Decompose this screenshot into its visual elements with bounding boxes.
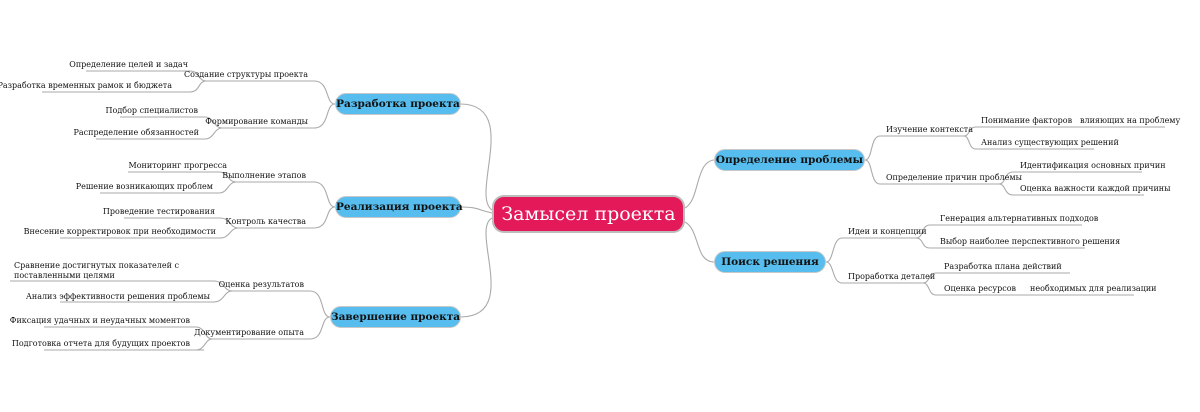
branch-project-completion[interactable]: Завершение проекта [330, 306, 461, 328]
leaf-efficiency-analysis[interactable]: Анализ эффективности решения проблемы [25, 292, 210, 301]
subtopic-details[interactable]: Проработка деталей [848, 272, 936, 281]
edge-implementation-quality [313, 206, 336, 229]
subtopic-quality[interactable]: Контроль качества [225, 217, 306, 226]
edge-context-analysis [963, 135, 977, 150]
leaf-record-moments[interactable]: Фиксация удачных и неудачных моментов [9, 316, 190, 325]
leaf-resources-part1[interactable]: Оценка ресурсов [944, 284, 1017, 293]
edge-details-resources [922, 282, 937, 296]
edge-ideas-generate [915, 224, 931, 239]
edge-ideas-choose [915, 237, 931, 249]
subtopic-ideas[interactable]: Идеи и концепции [848, 227, 927, 236]
edge-quality-adjust [219, 227, 239, 239]
edge-implementation-stages [313, 181, 336, 208]
leaf-resources-part2[interactable]: необходимых для реализации [1030, 284, 1157, 293]
leaf-prepare-report[interactable]: Подготовка отчета для будущих проектов [11, 339, 190, 348]
leaf-compare-goals[interactable]: Сравнение достигнутых показателей с пост… [14, 261, 179, 280]
edge-team-assign [204, 127, 223, 140]
leaf-assess-causes[interactable]: Оценка важности каждой причины [1020, 184, 1171, 193]
leaf-timeline-budget[interactable]: Разработка временных рамок и бюджета [0, 81, 172, 90]
leaf-assign-duties[interactable]: Распределение обязанностей [73, 128, 199, 137]
leaf-factors-part1[interactable]: Понимание факторов [981, 116, 1073, 125]
edge-development-team [313, 103, 336, 129]
subtopic-causes[interactable]: Определение причин проблемы [886, 173, 1022, 182]
edge-definition-causes [864, 159, 881, 185]
branch-project-implementation[interactable]: Реализация проекта [335, 196, 463, 218]
edge-evaluation-efficiency [213, 290, 233, 303]
leaf-identify-causes[interactable]: Идентификация основных причин [1020, 161, 1166, 170]
edge-root-development [460, 103, 493, 211]
leaf-generate-approaches[interactable]: Генерация альтернативных подходов [940, 214, 1099, 223]
edge-documentation-record [195, 326, 213, 340]
edge-causes-identify [998, 171, 1014, 185]
subtopic-evaluation[interactable]: Оценка результатов [218, 280, 304, 289]
leaf-monitor-progress[interactable]: Мониторинг прогресса [128, 161, 227, 170]
subtopic-context[interactable]: Изучение контекста [886, 125, 973, 134]
subtopic-structure[interactable]: Создание структуры проекта [183, 70, 308, 79]
leaf-goals[interactable]: Определение целей и задач [69, 60, 188, 69]
edge-completion-documentation [309, 316, 331, 340]
leaf-testing[interactable]: Проведение тестирования [102, 207, 215, 216]
branch-problem-definition[interactable]: Определение проблемы [714, 149, 865, 171]
edge-completion-evaluation [309, 290, 331, 318]
edge-definition-context [864, 135, 881, 161]
leaf-factors-part2[interactable]: влияющих на проблему [1080, 116, 1181, 125]
edge-search-ideas [825, 237, 843, 263]
edge-development-structure [313, 80, 336, 105]
branch-solution-search[interactable]: Поиск решения [714, 251, 826, 273]
leaf-choose-solution[interactable]: Выбор наиболее перспективного решения [940, 237, 1121, 246]
leaf-action-plan[interactable]: Разработка плана действий [944, 262, 1062, 271]
branch-project-development[interactable]: Разработка проекта [335, 93, 461, 115]
edge-root-definition [684, 159, 715, 209]
leaf-select-specialists[interactable]: Подбор специалистов [105, 106, 198, 115]
edge-team-select [204, 116, 223, 129]
root-topic[interactable]: Замысел проекта [492, 195, 685, 233]
leaf-corrections[interactable]: Внесение корректировок при необходимости [23, 227, 216, 236]
subtopic-team[interactable]: Формирование команды [205, 117, 308, 126]
leaf-existing-solutions[interactable]: Анализ существующих решений [981, 138, 1119, 147]
edge-documentation-report [195, 338, 213, 351]
edge-stages-solve [218, 181, 237, 194]
edge-search-details [825, 261, 843, 284]
edge-structure-timeline [189, 80, 207, 93]
edge-root-search [684, 221, 715, 263]
edge-causes-assess [998, 183, 1014, 196]
leaf-solve-problems[interactable]: Решение возникающих проблем [75, 182, 213, 191]
subtopic-stages[interactable]: Выполнение этапов [222, 171, 306, 180]
edge-root-completion [460, 217, 493, 318]
subtopic-documentation[interactable]: Документирование опыта [194, 328, 304, 337]
edge-root-implementation [460, 206, 493, 214]
